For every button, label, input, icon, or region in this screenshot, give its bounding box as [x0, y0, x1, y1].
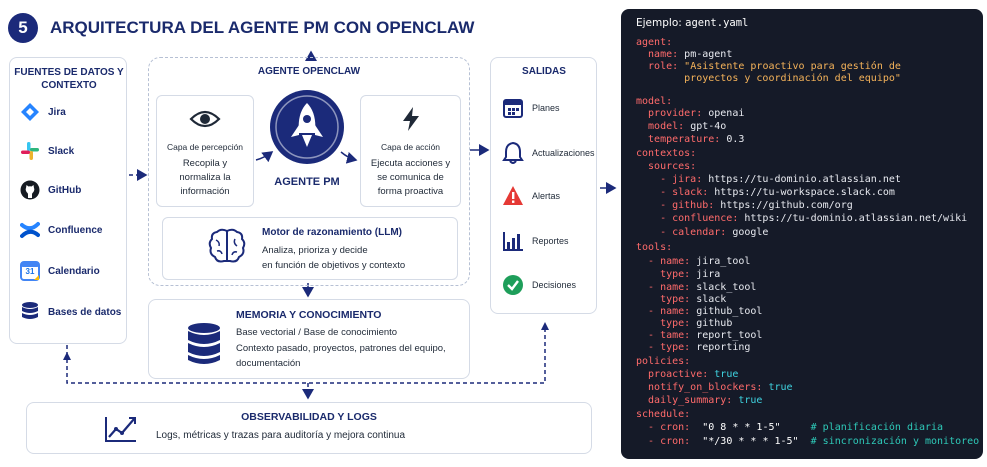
- lightning-icon: [403, 107, 419, 131]
- calendar-icon: 31: [20, 261, 40, 281]
- code-line: - cron: "*/30 * * * 1-5" # sincronizació…: [636, 436, 980, 447]
- output-item-plans: Planes: [502, 96, 598, 120]
- code-line: schedule:: [636, 409, 691, 420]
- code-line: - confluence: https://tu-dominio.atlassi…: [636, 213, 968, 224]
- output-item-alerts: Alertas: [502, 184, 598, 208]
- reasoning-desc-1: Analiza, prioriza y decide: [262, 245, 368, 256]
- database-icon: [188, 323, 220, 364]
- source-item-databases: Bases de datos: [20, 299, 124, 325]
- code-line: daily_summary: true: [636, 395, 763, 406]
- page-title: ARQUITECTURA DEL AGENTE PM CON OPENCLAW: [50, 18, 475, 37]
- source-label: GitHub: [48, 184, 82, 196]
- code-line: model:: [636, 96, 673, 107]
- source-item-confluence: Confluence: [20, 217, 124, 243]
- action-title: Capa de acción: [380, 142, 441, 152]
- github-icon: [20, 180, 40, 200]
- source-label: Bases de datos: [48, 306, 122, 318]
- agent-core-label: AGENTE PM: [274, 176, 340, 188]
- code-line: - name: slack_tool: [636, 282, 757, 293]
- code-line: temperature: 0.3: [636, 134, 745, 145]
- source-item-jira: Jira: [20, 99, 124, 125]
- code-line: - name: github_tool: [636, 306, 763, 317]
- code-panel: [621, 9, 983, 459]
- brain-icon: [208, 228, 246, 263]
- output-label: Planes: [532, 103, 560, 113]
- output-item-reports: Reportes: [502, 229, 598, 253]
- code-line: - jira: https://tu-dominio.atlassian.net: [636, 174, 901, 185]
- outputs-title: SALIDAS: [522, 66, 566, 77]
- database-icon: [22, 302, 38, 319]
- output-label: Decisiones: [532, 280, 577, 290]
- step-badge: 5: [8, 13, 38, 43]
- code-line: proyectos y coordinación del equipo": [636, 73, 901, 84]
- code-header: Ejemplo: agent.yaml: [636, 17, 748, 29]
- observability-panel: [26, 402, 592, 454]
- action-desc: Ejecuta acciones y se comunica de forma …: [370, 158, 451, 197]
- jira-icon: [21, 103, 39, 121]
- memory-line-2: Contexto pasado, proyectos, patrones del…: [236, 343, 446, 354]
- code-line: - slack: https://tu-workspace.slack.com: [636, 187, 895, 198]
- source-label: Confluence: [48, 224, 103, 236]
- perception-title: Capa de percepción: [166, 142, 244, 152]
- source-label: Jira: [48, 106, 66, 118]
- code-line: tools:: [636, 242, 673, 253]
- reasoning-title: Motor de razonamiento (LLM): [262, 227, 402, 238]
- code-line: type: jira: [636, 269, 721, 280]
- code-line: - name: jira_tool: [636, 256, 751, 267]
- bell-icon: [502, 141, 524, 164]
- output-label: Alertas: [532, 191, 561, 201]
- warning-icon: [503, 186, 523, 205]
- output-label: Actualizaciones: [532, 148, 595, 158]
- check-circle-icon: [503, 275, 523, 295]
- code-line: proactive: true: [636, 369, 739, 380]
- code-line: - type: reporting: [636, 342, 751, 353]
- reasoning-desc-2: en función de objetivos y contexto: [262, 260, 406, 271]
- agent-container: [148, 57, 470, 286]
- perception-desc: Recopila y normaliza la información: [179, 158, 231, 197]
- code-line: type: github: [636, 318, 733, 329]
- source-label: Slack: [48, 145, 75, 157]
- agent-core-rocket-icon: [270, 90, 344, 164]
- code-line: - calendar: google: [636, 227, 769, 238]
- agent-title: AGENTE OPENCLAW: [257, 66, 361, 77]
- sources-panel: [9, 57, 127, 344]
- code-line: sources:: [636, 161, 697, 172]
- code-filename: agent.yaml: [685, 17, 749, 29]
- line-chart-icon: [105, 417, 136, 442]
- output-item-decisions: Decisiones: [502, 273, 598, 297]
- code-line: agent:: [636, 37, 673, 48]
- source-label: Calendario: [48, 265, 100, 277]
- source-item-calendar: 31 Calendario: [20, 258, 124, 284]
- eye-icon: [189, 110, 221, 128]
- observability-title: OBSERVABILIDAD Y LOGS: [241, 411, 377, 423]
- observability-desc: Logs, métricas y trazas para auditoría y…: [156, 430, 406, 441]
- bar-chart-icon: [503, 232, 523, 251]
- code-line: provider: openai: [636, 108, 745, 119]
- calendar-plan-icon: [503, 99, 523, 118]
- source-item-slack: Slack: [20, 138, 124, 164]
- code-line: policies:: [636, 356, 691, 367]
- code-header-label: Ejemplo:: [636, 17, 682, 29]
- code-line: - cron: "0 8 * * 1-5" # planificación di…: [636, 422, 944, 433]
- memory-title: MEMORIA Y CONOCIMIENTO: [236, 309, 382, 321]
- memory-line-1: Base vectorial / Base de conocimiento: [236, 327, 398, 338]
- output-label: Reportes: [532, 236, 569, 246]
- code-line: type: slack: [636, 294, 727, 305]
- code-line: notify_on_blockers: true: [636, 382, 793, 393]
- memory-line-3: documentación: [236, 358, 301, 369]
- confluence-icon: [20, 222, 40, 238]
- code-line: - github: https://github.com/org: [636, 200, 853, 211]
- sources-title: FUENTES DE DATOS Y CONTEXTO: [14, 67, 124, 91]
- source-item-github: GitHub: [20, 177, 124, 203]
- output-item-updates: Actualizaciones: [502, 141, 598, 165]
- calendar-badge: 31: [25, 267, 35, 276]
- code-line: contextos:: [636, 148, 697, 159]
- code-line: name: pm-agent: [636, 49, 733, 60]
- code-line: - tame: report_tool: [636, 330, 763, 341]
- code-line: role: "Asistente proactivo para gestión …: [636, 61, 901, 72]
- perception-card: [156, 95, 254, 207]
- slack-icon: [21, 142, 39, 160]
- code-line: model: gpt-4o: [636, 121, 727, 132]
